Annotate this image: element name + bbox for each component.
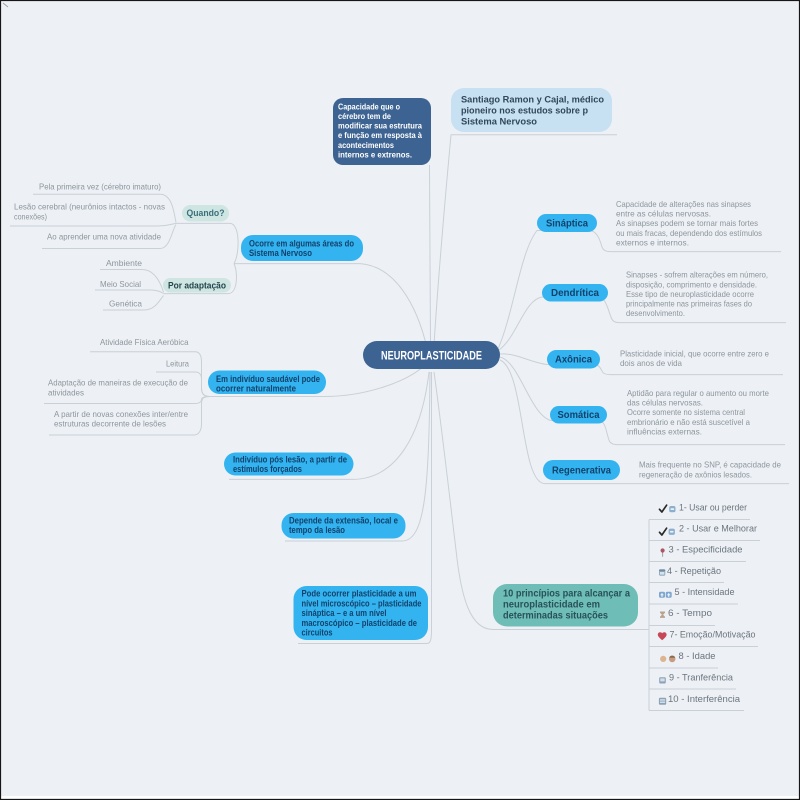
svg-text:Regenerativa: Regenerativa [552, 466, 611, 477]
svg-text:Depende da extensão, local e: Depende da extensão, local e [289, 516, 398, 526]
svg-text:principalmente nas primeiras f: principalmente nas primeiras fases do [626, 299, 752, 309]
svg-text:Sináptica: Sináptica [546, 219, 588, 230]
svg-text:macroscópico – plasticidade de: macroscópico – plasticidade de [302, 618, 418, 628]
svg-text:As sinapses podem se tornar ma: As sinapses podem se tornar mais fortes [616, 218, 758, 228]
svg-text:Mais frequente no SNP, é capa: Mais frequente no SNP, é capacidade de [639, 460, 781, 470]
svg-text:Genética: Genética [109, 299, 142, 309]
svg-text:Sistema Nervoso: Sistema Nervoso [461, 117, 537, 128]
svg-text:Capacidade que o: Capacidade que o [338, 101, 400, 111]
svg-text:desenvolvimento.: desenvolvimento. [626, 308, 685, 318]
svg-text:Pode ocorrer plasticidade a um: Pode ocorrer plasticidade a um [302, 589, 417, 599]
svg-text:das células nervosas.: das células nervosas. [627, 398, 703, 408]
svg-text:Por adaptação: Por adaptação [168, 281, 226, 291]
svg-text:Em indivíduo saudável pode: Em indivíduo saudável pode [216, 374, 320, 384]
svg-text:Capacidade de alterações nas s: Capacidade de alterações nas sinapses [616, 199, 751, 209]
svg-text:Lesão cerebral (neurônios inta: Lesão cerebral (neurônios intactos - nov… [14, 202, 165, 212]
svg-text:Plasticidade inicial, que ocor: Plasticidade inicial, que ocorre entre z… [620, 348, 769, 358]
svg-text:8 - Idade: 8 - Idade [679, 651, 716, 661]
svg-text:9 - Tranferência: 9 - Tranferência [669, 673, 733, 683]
svg-text:3 - Especificidade: 3 - Especificidade [669, 545, 743, 555]
svg-text:regeneração de axônios lesados: regeneração de axônios lesados. [639, 469, 752, 479]
svg-text:internos e extrenos.: internos e extrenos. [338, 149, 412, 159]
svg-text:10 princípios para alcançar a: 10 princípios para alcançar a [503, 588, 630, 599]
svg-text:embrionário e não está suscetí: embrionário e não está suscetível a [627, 417, 750, 427]
svg-text:cérebro tem de: cérebro tem de [338, 111, 391, 121]
svg-text:acontecimentos: acontecimentos [338, 140, 394, 150]
svg-text:ocorrer naturalmente: ocorrer naturalmente [216, 383, 296, 393]
svg-text:Aptidão para regular o aumento: Aptidão para regular o aumento ou morte [627, 388, 769, 398]
svg-text:modificar sua estrutura: modificar sua estrutura [338, 121, 422, 131]
svg-text:7- Emoção/Motivação: 7- Emoção/Motivação [670, 630, 756, 640]
svg-text:Sinapses - sofrem alterações e: Sinapses - sofrem alterações em número, [626, 270, 768, 280]
svg-text:NEUROPLASTICIDADE: NEUROPLASTICIDADE [381, 351, 482, 363]
svg-text:entre as células nervosas.: entre as células nervosas. [616, 209, 711, 219]
svg-text:influências externas.: influências externas. [627, 426, 702, 436]
svg-text:Pela primeira vez (cérebro ima: Pela primeira vez (cérebro imaturo) [39, 182, 161, 192]
svg-text:nível microscópico – plasticid: nível microscópico – plasticidade [302, 598, 422, 608]
svg-text:dois anos de vida: dois anos de vida [620, 358, 682, 368]
svg-text:disposição, comprimento e dens: disposição, comprimento e densidade. [626, 279, 757, 289]
svg-text:2 - Usar e Melhorar: 2 - Usar e Melhorar [679, 524, 757, 534]
svg-text:6 - Tempo: 6 - Tempo [668, 608, 712, 618]
svg-text:atividades: atividades [48, 388, 84, 398]
svg-text:pioneiro nos estudos sobre p: pioneiro nos estudos sobre p [461, 106, 588, 117]
svg-text:1- Usar ou perder: 1- Usar ou perder [679, 503, 747, 513]
svg-text:ou mais fracas, dependendo dos: ou mais fracas, dependendo dos estímulos [616, 228, 762, 238]
svg-text:tempo da lesão: tempo da lesão [289, 525, 345, 535]
svg-text:Sistema Nervoso: Sistema Nervoso [249, 248, 312, 258]
svg-text:Somática: Somática [558, 410, 600, 421]
svg-text:Esse tipo de neuroplasticidade: Esse tipo de neuroplasticidade ocorre [626, 289, 754, 299]
svg-text:Atividade Física Aeróbica: Atividade Física Aeróbica [100, 337, 189, 347]
svg-text:Adaptação de maneiras de execu: Adaptação de maneiras de execução de [48, 378, 188, 388]
svg-text:Dendrítica: Dendrítica [551, 288, 599, 299]
svg-text:Santiago Ramon y Cajal, médico: Santiago Ramon y Cajal, médico [461, 95, 604, 106]
svg-text:neuroplasticidade em: neuroplasticidade em [503, 599, 600, 610]
svg-text:Axônica: Axônica [555, 355, 592, 366]
svg-text:Ao aprender uma nova atividade: Ao aprender uma nova atividade [47, 232, 161, 242]
svg-text:Meio Social: Meio Social [100, 279, 141, 289]
svg-text:sináptica – e a um nível: sináptica – e a um nível [302, 608, 387, 618]
svg-text:estruturas decorrente de lesõe: estruturas decorrente de lesões [54, 419, 166, 429]
svg-text:externos e internos.: externos e internos. [616, 237, 689, 247]
svg-text:Indivíduo pós lesão, a partir: Indivíduo pós lesão, a partir de [233, 454, 347, 464]
svg-text:4 - Repetição: 4 - Repetição [667, 566, 721, 576]
svg-text:circuitos: circuitos [302, 628, 333, 638]
svg-text:Leitura: Leitura [166, 359, 189, 369]
svg-text:conexões): conexões) [14, 212, 47, 222]
svg-text:5 - Intensidade: 5 - Intensidade [675, 587, 735, 597]
svg-text:Ambiente: Ambiente [106, 258, 142, 268]
svg-text:10 - Interferência: 10 - Interferência [668, 694, 740, 704]
svg-text:e função em resposta à: e função em resposta à [338, 130, 422, 140]
svg-text:estímulos forçados: estímulos forçados [233, 464, 302, 474]
svg-text:determinadas situações: determinadas situações [503, 611, 608, 622]
svg-text:Ocorre somente no sistema cent: Ocorre somente no sistema central [627, 407, 745, 417]
svg-text:A partir de novas conexões int: A partir de novas conexões inter/entre [54, 409, 188, 419]
svg-text:Quando?: Quando? [187, 208, 225, 218]
svg-text:Ocorre em algumas áreas do: Ocorre em algumas áreas do [249, 238, 354, 248]
